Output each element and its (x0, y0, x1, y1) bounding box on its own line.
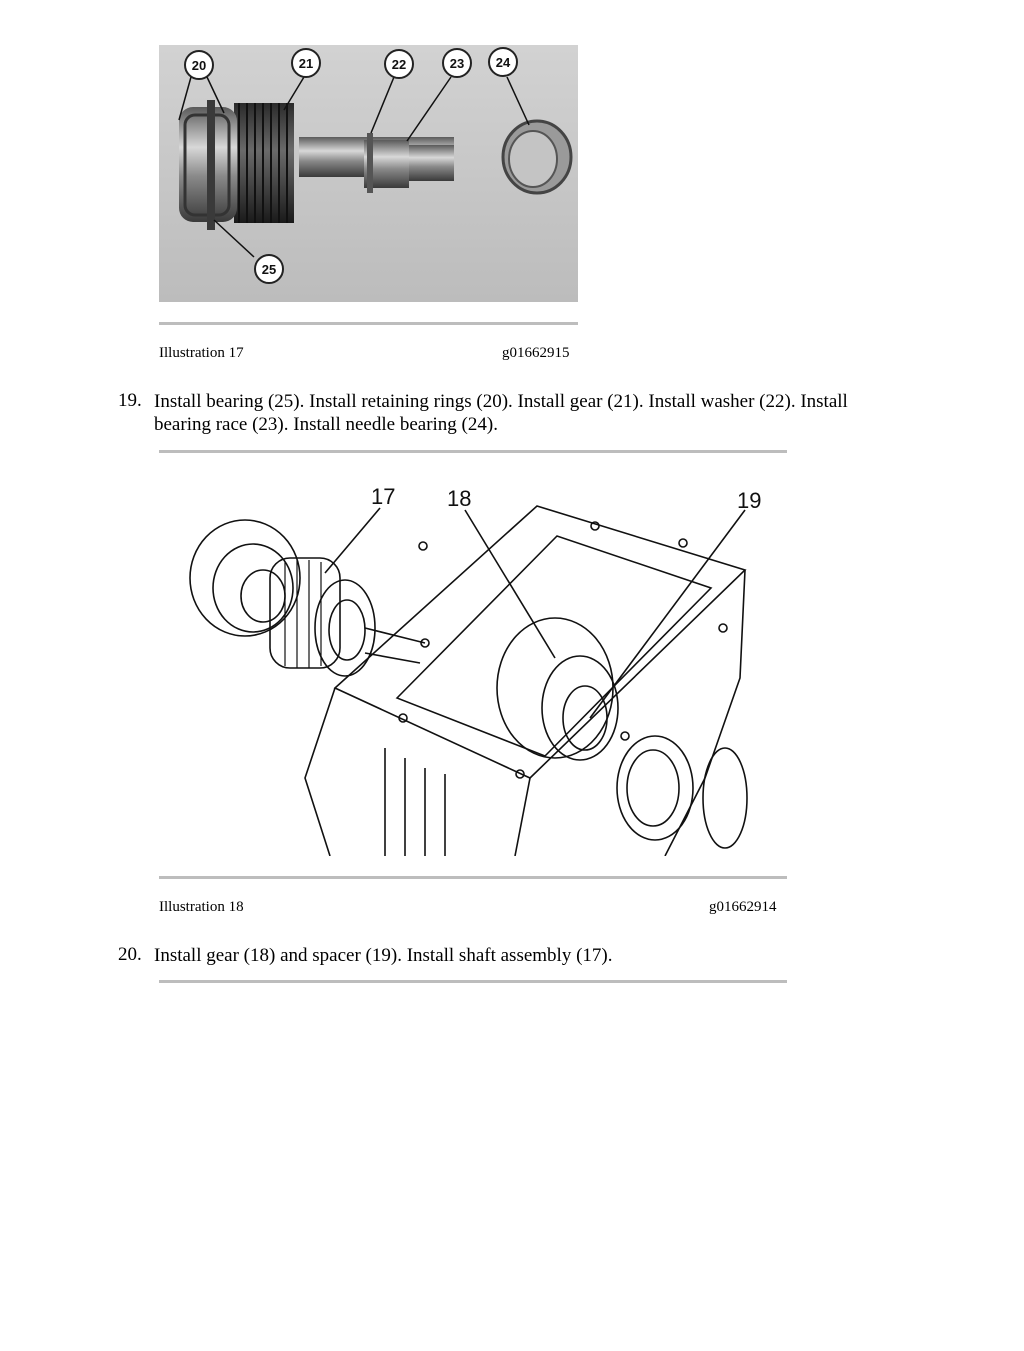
callout-20: 20 (192, 58, 206, 73)
callout-18: 18 (447, 486, 471, 511)
divider (159, 322, 578, 325)
callout-19: 19 (737, 488, 761, 513)
callout-24: 24 (496, 55, 511, 70)
divider (159, 980, 787, 983)
illustration-17-image: 20 21 22 23 24 25 (159, 45, 578, 302)
step-19-line-2: bearing race (23). Install needle bearin… (154, 414, 498, 435)
illustration-17-caption: Illustration 17 (159, 345, 244, 361)
step-20-line-1: Install gear (18) and spacer (19). Insta… (154, 945, 613, 966)
divider (159, 450, 787, 453)
illustration-17-code: g01662915 (502, 345, 570, 361)
step-20-number: 20. (118, 944, 142, 965)
illustration-18-code: g01662914 (709, 899, 777, 915)
illustration-18-image: 17 18 19 (185, 478, 767, 856)
callout-25: 25 (262, 262, 276, 277)
shaft-assembly-photo: 20 21 22 23 24 25 (159, 45, 578, 302)
callout-17: 17 (371, 484, 395, 509)
callout-22: 22 (392, 57, 406, 72)
illustration-18-caption: Illustration 18 (159, 899, 244, 915)
step-19-line-1: Install bearing (25). Install retaining … (154, 391, 848, 412)
step-19-number: 19. (118, 390, 142, 411)
divider (159, 876, 787, 879)
callout-23: 23 (450, 56, 464, 71)
callout-21: 21 (299, 56, 313, 71)
gearbox-line-drawing: 17 18 19 (189, 484, 761, 856)
